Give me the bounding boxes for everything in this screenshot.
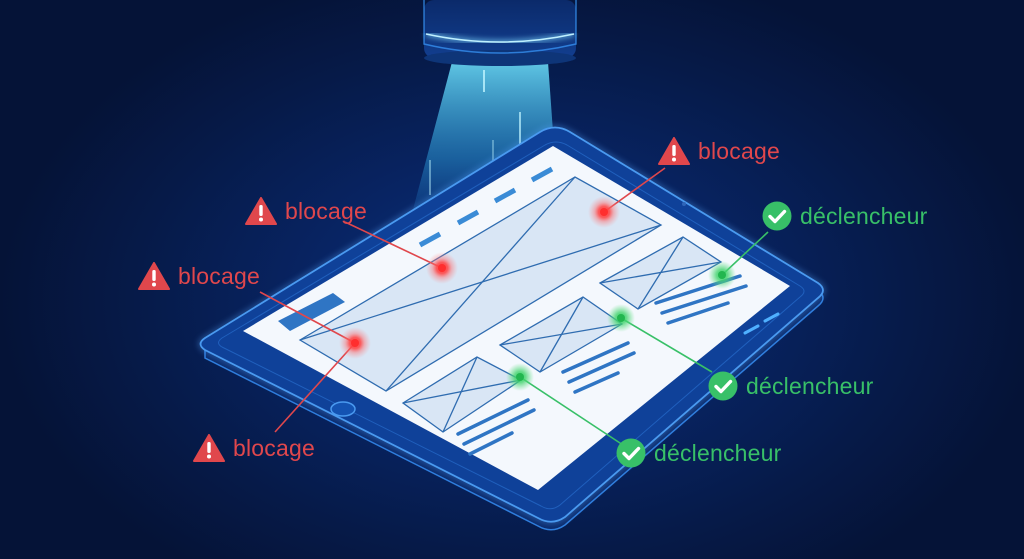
blocage-hotspots (339, 196, 620, 359)
screen-wireframe (278, 166, 748, 456)
check-circle-icon (616, 438, 646, 468)
warning-icon (193, 434, 225, 462)
declencheur-label-bottom: déclencheur (616, 438, 782, 468)
blocage-text: blocage (233, 434, 315, 461)
blocage-text: blocage (698, 137, 780, 164)
declencheur-label-top-right: déclencheur (762, 201, 928, 231)
declencheur-text: déclencheur (746, 372, 874, 399)
warning-icon (245, 197, 277, 225)
tablet (198, 125, 826, 531)
blocage-text: blocage (285, 197, 367, 224)
warning-icon (138, 262, 170, 290)
blocage-label-upper-left: blocage (245, 197, 367, 225)
blocage-label-bottom-left: blocage (193, 434, 315, 462)
declencheur-hotspots (506, 261, 736, 391)
blocage-label-left: blocage (138, 262, 260, 290)
declencheur-label-right: déclencheur (708, 371, 874, 401)
blocage-text: blocage (178, 262, 260, 289)
warning-icon (658, 137, 690, 165)
check-circle-icon (762, 201, 792, 231)
scanner-head (423, 0, 577, 66)
declencheur-text: déclencheur (800, 202, 928, 229)
blocage-label-top-right: blocage (658, 137, 780, 165)
check-circle-icon (708, 371, 738, 401)
declencheur-text: déclencheur (654, 439, 782, 466)
home-button (330, 401, 356, 417)
